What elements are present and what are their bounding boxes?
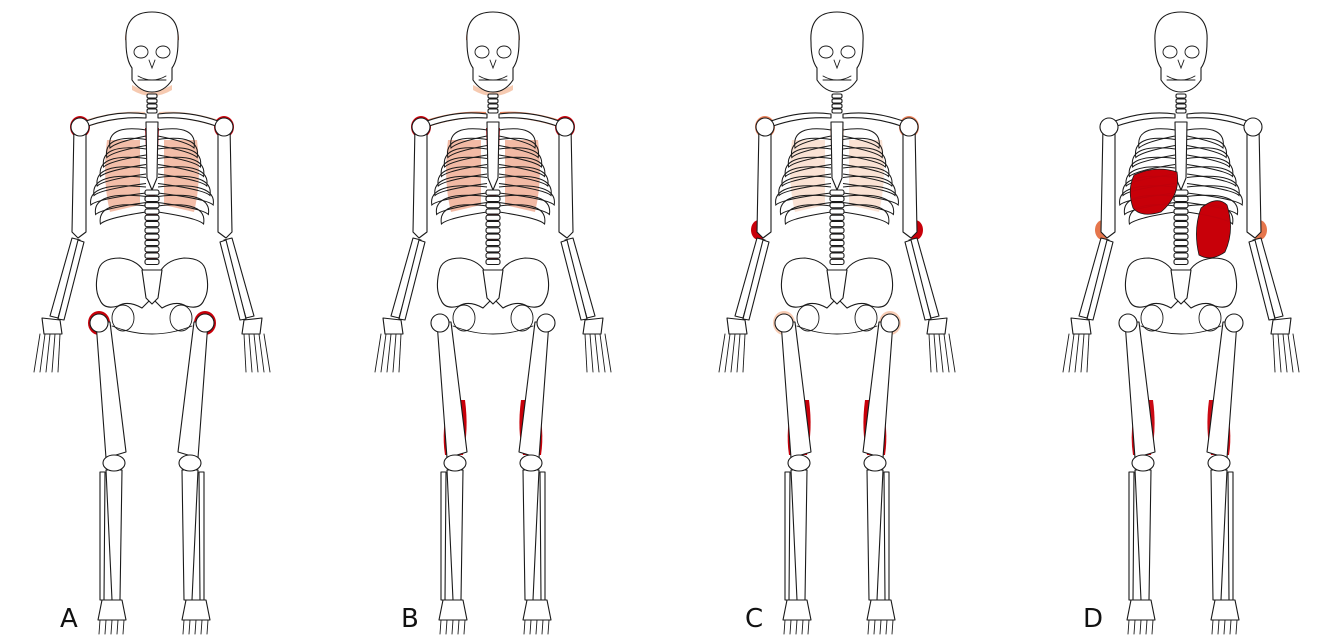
skeleton-drawing	[677, 0, 1009, 636]
skeleton-outline	[1063, 12, 1299, 634]
panel-label-c: C	[745, 604, 763, 634]
panel-label-d: D	[1083, 604, 1103, 634]
skeleton-outline	[34, 12, 270, 634]
organ-liver	[1130, 169, 1177, 214]
skeleton-panel-a: A	[0, 0, 324, 636]
skeleton-panel-c: C	[677, 0, 1009, 636]
skeleton-drawing	[333, 0, 665, 636]
skeleton-panel-b: B	[333, 0, 665, 636]
panel-label-a: A	[60, 604, 78, 634]
skeleton-outline	[719, 12, 955, 634]
skeleton-panel-d: D	[1021, 0, 1331, 636]
skeleton-drawing	[1021, 0, 1331, 636]
skeleton-drawing	[0, 0, 324, 636]
skeleton-outline	[375, 12, 611, 634]
organ-spleen	[1196, 201, 1230, 258]
panel-label-b: B	[401, 604, 419, 634]
